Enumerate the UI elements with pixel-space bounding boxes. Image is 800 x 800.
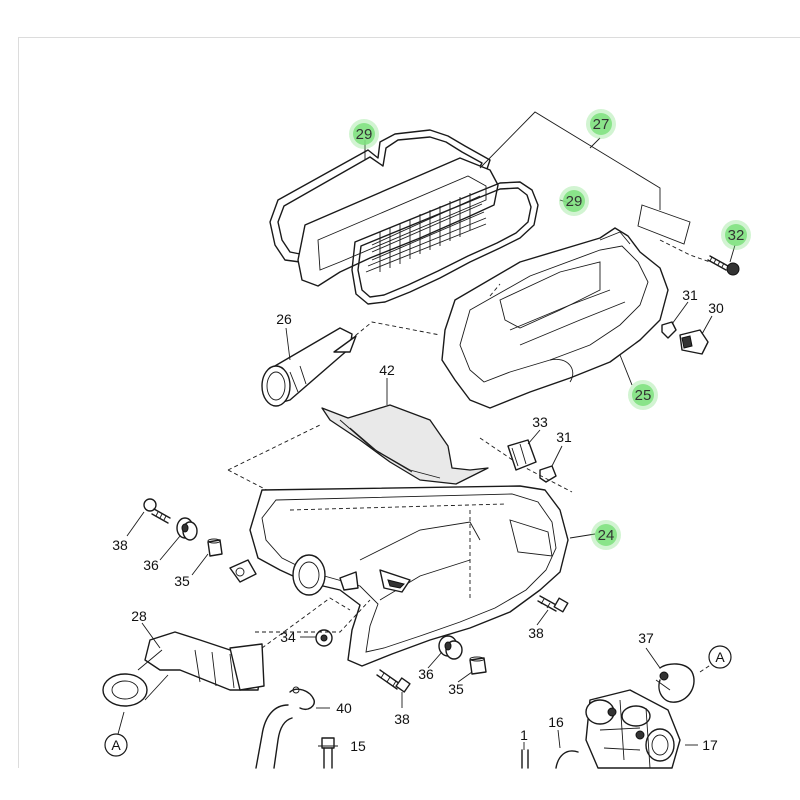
callout-27: 27 bbox=[593, 116, 610, 133]
callout-17: 17 bbox=[702, 737, 718, 753]
callout-42: 42 bbox=[379, 362, 395, 378]
screw-32 bbox=[707, 255, 740, 276]
callout-24: 24 bbox=[598, 527, 615, 544]
highlight-disc-32 bbox=[725, 224, 747, 246]
leader-35a bbox=[191, 553, 209, 576]
dash-a-right bbox=[699, 663, 713, 673]
callout-16: 16 bbox=[548, 714, 564, 730]
leader-28 bbox=[141, 622, 161, 649]
intake-duct-26 bbox=[261, 327, 357, 407]
air-box-case-24 bbox=[229, 485, 569, 667]
highlight-disc-27 bbox=[590, 113, 612, 135]
callout-1: 1 bbox=[520, 727, 528, 743]
leader-36b bbox=[427, 651, 443, 669]
foam-33 bbox=[507, 439, 537, 471]
leader-33 bbox=[527, 429, 541, 445]
callout-37: 37 bbox=[638, 630, 654, 646]
callout-31a: 31 bbox=[682, 287, 698, 303]
dash-26-25 bbox=[349, 321, 441, 341]
drain-cap-30 bbox=[679, 329, 709, 355]
leader-16 bbox=[557, 729, 561, 749]
highlight-circles bbox=[349, 109, 751, 550]
bolt-15 bbox=[321, 737, 335, 769]
leader-25 bbox=[619, 354, 633, 386]
highlight-disc-25 bbox=[632, 384, 654, 406]
highlight-disc-29a bbox=[353, 123, 375, 145]
leader-32 bbox=[729, 244, 736, 263]
callout-34: 34 bbox=[280, 629, 296, 645]
leader-30 bbox=[701, 315, 713, 335]
callout-33: 33 bbox=[532, 414, 548, 430]
reference-a-right-label: A bbox=[715, 649, 725, 665]
leader-37 bbox=[645, 647, 661, 669]
leader-31a bbox=[671, 301, 689, 325]
dash-34 bbox=[255, 599, 371, 633]
callout-36a: 36 bbox=[143, 557, 159, 573]
clip-31-lower bbox=[539, 465, 557, 483]
leader-35b bbox=[457, 671, 473, 683]
callout-28: 28 bbox=[131, 608, 147, 624]
highlight-disc-29b bbox=[563, 190, 585, 212]
callout-31b: 31 bbox=[556, 429, 572, 445]
leader-24 bbox=[569, 533, 596, 539]
callout-35a: 35 bbox=[174, 573, 190, 589]
bolt-38-right bbox=[537, 595, 569, 613]
reference-a-right: A bbox=[708, 645, 732, 669]
joint-28 bbox=[102, 631, 265, 707]
callout-38a: 38 bbox=[112, 537, 128, 553]
filter-pleats bbox=[365, 193, 487, 273]
leader-31b bbox=[551, 445, 563, 467]
callout-15: 15 bbox=[350, 738, 366, 754]
collar-35-right bbox=[469, 656, 487, 675]
reference-a-left-label: A bbox=[111, 737, 121, 753]
callout-29b: 29 bbox=[566, 193, 583, 210]
clamp-40 bbox=[289, 686, 315, 710]
callout-36b: 36 bbox=[418, 666, 434, 682]
sensor-16 bbox=[555, 750, 579, 769]
leader-38a bbox=[126, 511, 145, 537]
leader-27 bbox=[589, 137, 601, 149]
highlight-disc-24 bbox=[595, 524, 617, 546]
stud-1 bbox=[521, 749, 529, 769]
dash-28-case bbox=[261, 597, 351, 649]
dash-29-25 bbox=[489, 283, 501, 297]
grommet-36-right bbox=[438, 635, 463, 660]
filter-element bbox=[297, 157, 499, 287]
callout-38c: 38 bbox=[394, 711, 410, 727]
bolt-38-left bbox=[143, 498, 171, 524]
gasket-29-inner bbox=[351, 181, 539, 305]
breather-hose bbox=[255, 704, 293, 769]
throttle-body-17 bbox=[585, 689, 681, 769]
leader-a-left bbox=[117, 711, 125, 735]
callout-32: 32 bbox=[728, 227, 745, 244]
reference-a-left: A bbox=[104, 733, 128, 757]
callout-26: 26 bbox=[276, 311, 292, 327]
grommet-34 bbox=[315, 629, 333, 647]
hose-clamp-37 bbox=[655, 663, 695, 703]
callout-35b: 35 bbox=[448, 681, 464, 697]
clip-31-upper bbox=[661, 321, 677, 339]
leader-38c bbox=[536, 609, 549, 626]
leader-27-bracket bbox=[479, 111, 661, 210]
callout-38b: 38 bbox=[528, 625, 544, 641]
leader-36a bbox=[159, 535, 181, 561]
seal-plate bbox=[637, 204, 691, 245]
callout-30: 30 bbox=[708, 300, 724, 316]
callout-29a: 29 bbox=[356, 126, 373, 143]
bolt-38-center bbox=[376, 669, 411, 693]
guide-plate-42 bbox=[321, 404, 489, 485]
callout-25: 25 bbox=[635, 387, 652, 404]
air-box-cover bbox=[441, 227, 669, 409]
grommet-36-left bbox=[176, 517, 198, 541]
callout-40: 40 bbox=[336, 700, 352, 716]
dash-32 bbox=[659, 239, 711, 263]
leader-26 bbox=[285, 327, 291, 361]
collar-35-left bbox=[207, 538, 223, 557]
